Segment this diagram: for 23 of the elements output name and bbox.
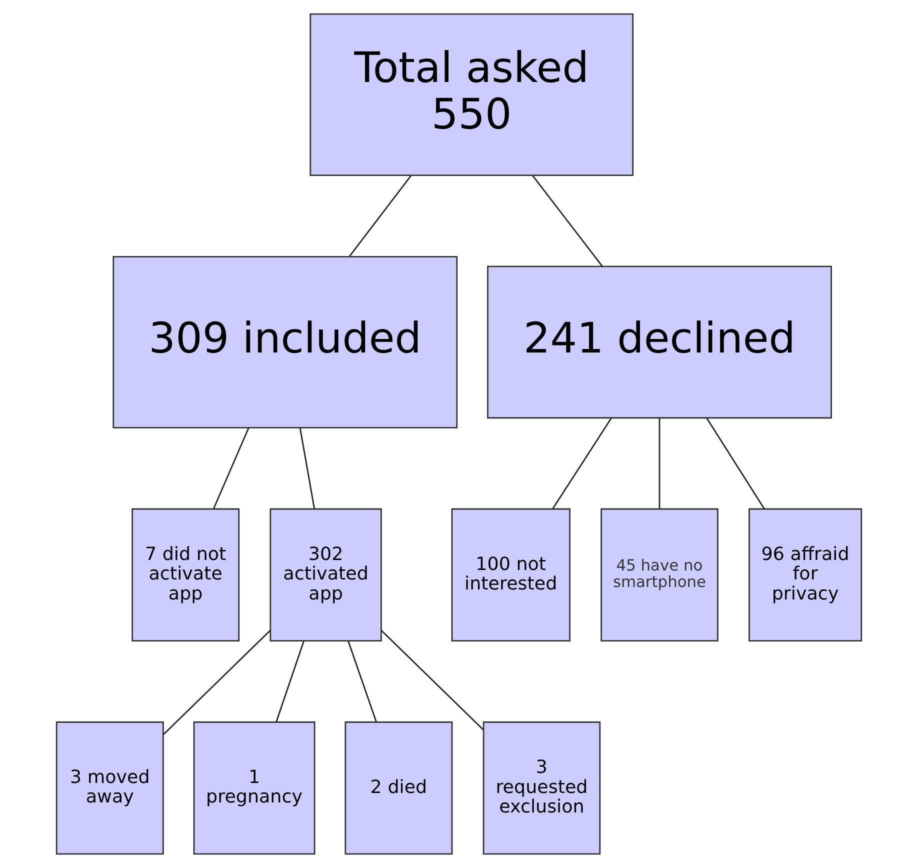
connector xyxy=(162,630,270,735)
connector xyxy=(380,630,484,730)
connector xyxy=(348,175,412,257)
connector xyxy=(658,418,660,509)
node-box: 2 died xyxy=(344,721,452,855)
connector xyxy=(552,418,612,510)
node-box: 96 affraid for privacy xyxy=(748,508,862,642)
connector xyxy=(347,640,376,722)
connector xyxy=(298,428,315,509)
node-box: 45 have no smartphone xyxy=(600,508,718,642)
connector xyxy=(706,418,764,510)
node-box: 3 requested exclusion xyxy=(482,721,600,855)
connector xyxy=(275,640,304,722)
node-box: 7 did not activate app xyxy=(131,508,240,642)
node-box: 3 moved away xyxy=(55,721,164,855)
connector xyxy=(532,175,602,267)
node-box: 309 included xyxy=(112,256,458,428)
node-box: 241 declined xyxy=(486,266,832,419)
node-box: 100 not interested xyxy=(450,508,570,642)
connector xyxy=(212,428,249,509)
node-box: Total asked 550 xyxy=(309,13,634,176)
node-box: 1 pregnancy xyxy=(192,721,315,855)
node-box: 302 activated app xyxy=(269,508,382,642)
